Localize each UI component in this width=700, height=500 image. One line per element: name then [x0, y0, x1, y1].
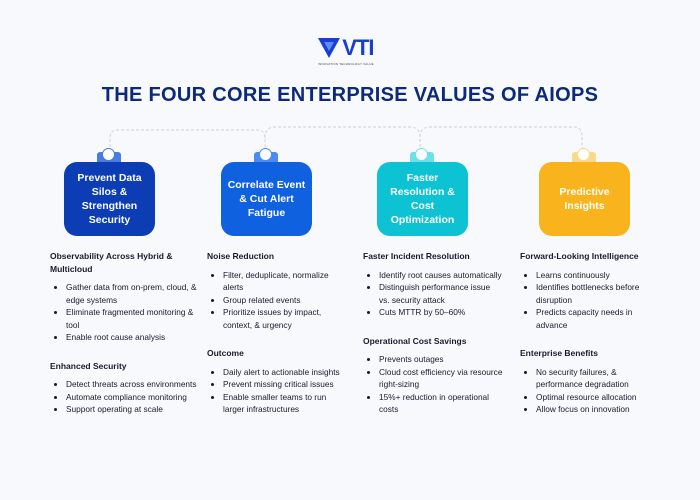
list-item: Detect threats across environments [66, 378, 205, 391]
list-item: Prioritize issues by impact, context, & … [223, 306, 347, 331]
logo-text: VTI [342, 35, 374, 60]
value-box-4: Predictive Insights [539, 162, 630, 236]
connector-node [102, 148, 115, 161]
list-item: Prevents outages [379, 353, 503, 366]
list-item: Prevent missing critical issues [223, 378, 347, 391]
list-item: Cloud cost efficiency via resource right… [379, 366, 503, 391]
page-title: THE FOUR CORE ENTERPRISE VALUES OF AIOPS [101, 84, 599, 106]
list-item: Support operating at scale [66, 403, 205, 416]
list-item: Identify root causes automatically [379, 269, 503, 282]
list-item: Automate compliance monitoring [66, 391, 205, 404]
section-heading: Enterprise Benefits [520, 348, 598, 358]
section-heading: Forward-Looking Intelligence [520, 251, 639, 261]
list-item: Predicts capacity needs in advance [536, 306, 660, 331]
list-item: Allow focus on innovation [536, 403, 660, 416]
list-item: No security failures, & performance degr… [536, 366, 660, 391]
list-item: Distinguish performance issue vs. securi… [379, 281, 503, 306]
section-heading: Outcome [207, 348, 244, 358]
bullet-list: Daily alert to actionable insightsPreven… [207, 366, 347, 416]
value-box-label: Prevent Data Silos & Strengthen Security [77, 172, 142, 226]
list-item: Enable root cause analysis [66, 331, 205, 344]
list-item: Enable smaller teams to run larger infra… [223, 391, 347, 416]
connector-node [577, 148, 590, 161]
value-column-2: Noise ReductionFilter, deduplicate, norm… [207, 250, 347, 432]
connector-node [415, 148, 428, 161]
value-box-label: Faster Resolution & Cost Optimization [390, 172, 455, 226]
logo-tagline: INNOVATION TECHNOLOGY VALUE [318, 62, 374, 66]
list-item: Optimal resource allocation [536, 391, 660, 404]
list-item: Group related events [223, 294, 347, 307]
value-column-4: Forward-Looking IntelligenceLearns conti… [520, 250, 660, 432]
value-box-2: Correlate Event & Cut Alert Fatigue [221, 162, 312, 236]
bullet-list: Identify root causes automaticallyDistin… [363, 269, 503, 319]
list-item: Eliminate fragmented monitoring & tool [66, 306, 205, 331]
list-item: Identifies bottlenecks before disruption [536, 281, 660, 306]
list-item: Learns continuously [536, 269, 660, 282]
bullet-list: Learns continuouslyIdentifies bottleneck… [520, 269, 660, 332]
list-item: Daily alert to actionable insights [223, 366, 347, 379]
connector-node [259, 148, 272, 161]
value-column-3: Faster Incident ResolutionIdentify root … [363, 250, 503, 432]
section-heading: Enhanced Security [50, 360, 127, 371]
list-item: 15%+ reduction in operational costs [379, 391, 503, 416]
section-heading: Faster Incident Resolution [363, 251, 470, 261]
section-heading: Operational Cost Savings [363, 335, 467, 346]
list-item: Cuts MTTR by 50–60% [379, 306, 503, 319]
list-item: Filter, deduplicate, normalize alerts [223, 269, 347, 294]
bullet-list: Prevents outagesCloud cost efficiency vi… [363, 353, 503, 416]
section-heading: Noise Reduction [207, 251, 275, 261]
bullet-list: Gather data from on-prem, cloud, & edge … [50, 281, 205, 344]
logo-mark-icon [318, 38, 341, 58]
bullet-list: No security failures, & performance degr… [520, 366, 660, 416]
bullet-list: Detect threats across environmentsAutoma… [50, 378, 205, 416]
list-item: Gather data from on-prem, cloud, & edge … [66, 281, 205, 306]
value-box-label: Correlate Event & Cut Alert Fatigue [227, 179, 306, 219]
vti-logo: VTI INNOVATION TECHNOLOGY VALUE [318, 35, 375, 66]
value-box-3: Faster Resolution & Cost Optimization [377, 162, 468, 236]
value-box-1: Prevent Data Silos & Strengthen Security [64, 162, 155, 236]
value-column-1: Observability Across Hybrid & Multicloud… [50, 250, 205, 432]
section-heading: Observability Across Hybrid & Multicloud [50, 251, 173, 274]
bullet-list: Filter, deduplicate, normalize alertsGro… [207, 269, 347, 332]
value-box-label: Predictive Insights [559, 186, 610, 212]
